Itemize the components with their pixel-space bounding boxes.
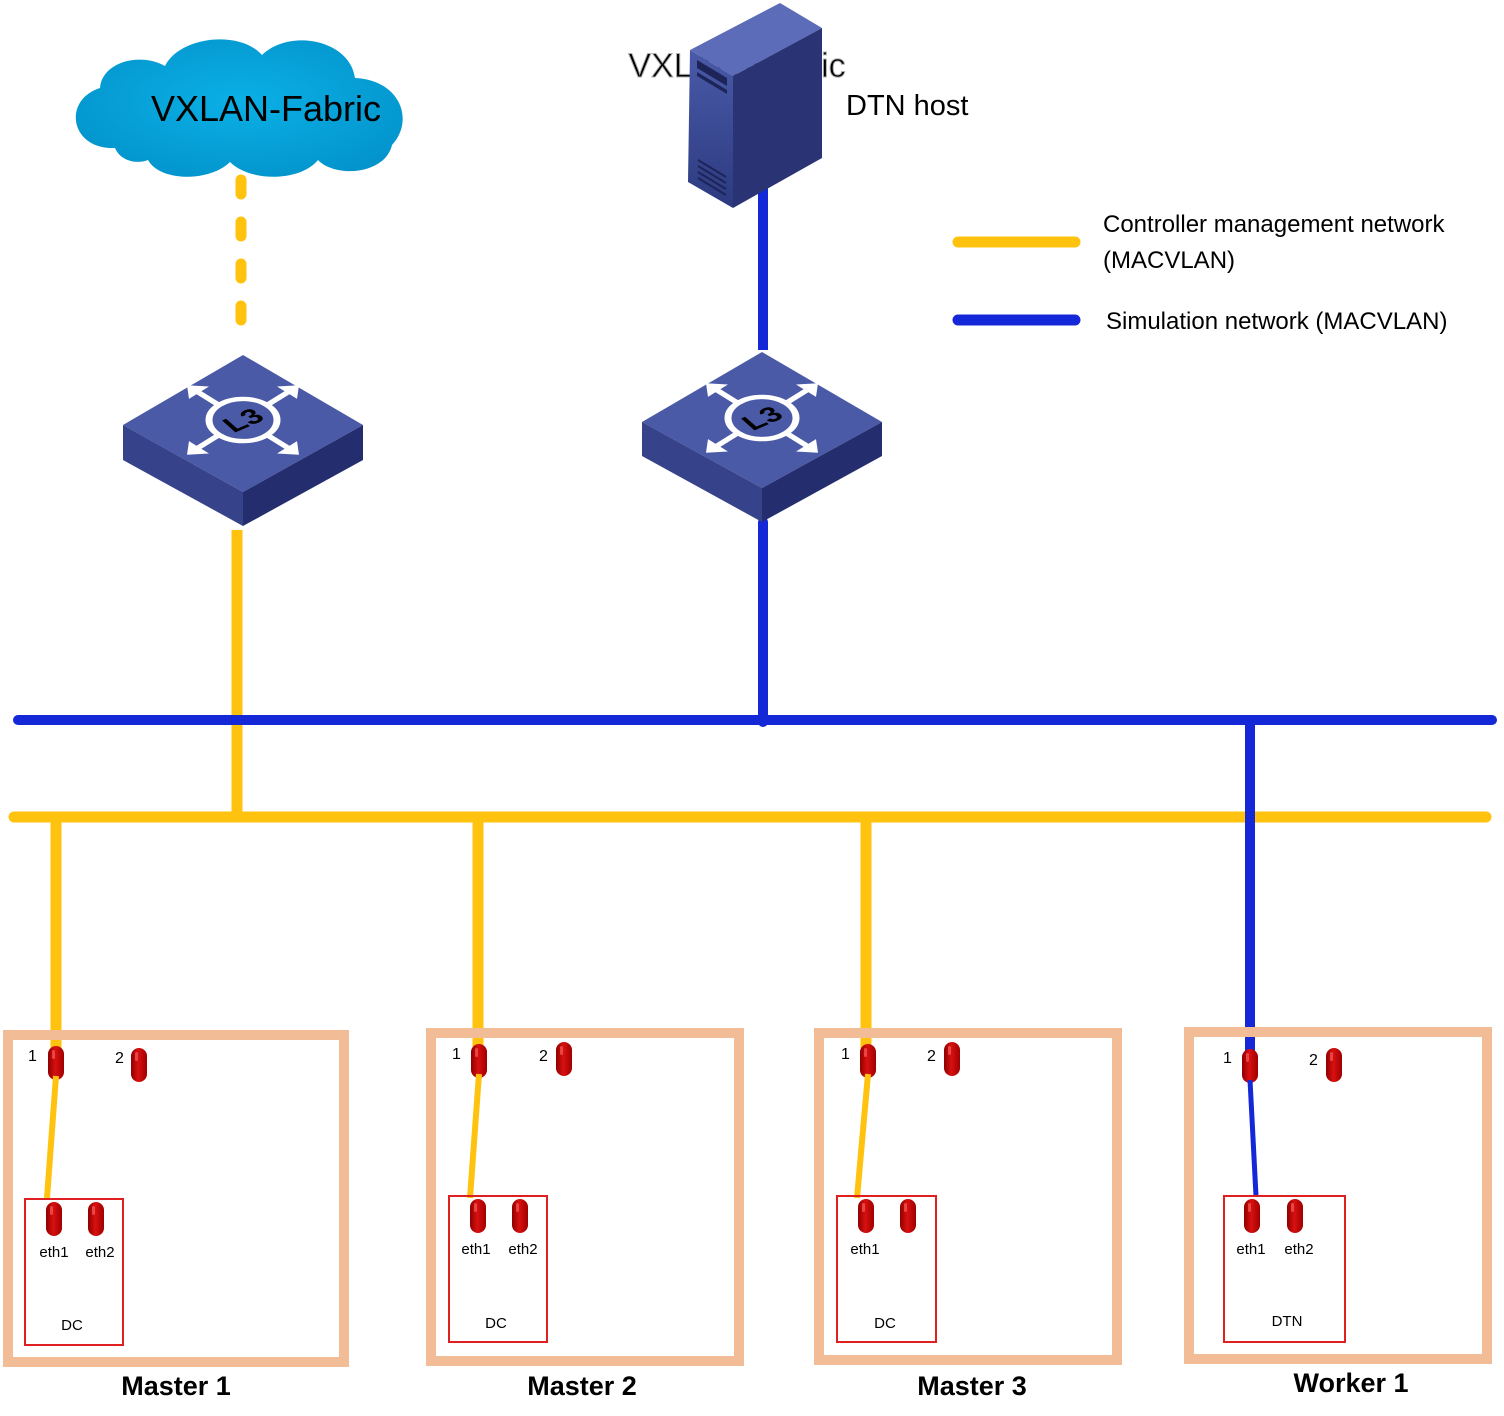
port-1-label: 1 xyxy=(841,1046,850,1063)
eth1-port xyxy=(46,1202,62,1236)
inner-box xyxy=(24,1198,124,1346)
legend-simulation-label: Simulation network (MACVLAN) xyxy=(1106,308,1447,335)
cloud-label: VXLAN-Fabric xyxy=(151,88,381,129)
port-1 xyxy=(1242,1049,1258,1083)
eth2-port xyxy=(900,1199,916,1233)
eth1-port xyxy=(1244,1199,1260,1233)
server-name: Master 3 xyxy=(917,1371,1027,1401)
server-master-1: 1 2 eth1 eth2 DC Master 1 xyxy=(3,1030,349,1401)
server-frame xyxy=(1184,1027,1492,1364)
eth1-port xyxy=(858,1199,874,1233)
port-2-label: 2 xyxy=(115,1050,124,1067)
server-name: Master 2 xyxy=(527,1371,637,1401)
vxlan-fabric-cloud: VXLAN-Fabric xyxy=(75,39,403,177)
server-master-2: 1 2 eth1 eth2 DC Master 2 xyxy=(426,1028,744,1401)
eth2-label: eth2 xyxy=(508,1241,537,1258)
inner-label: DC xyxy=(485,1315,507,1332)
inner-box xyxy=(1223,1195,1346,1343)
eth1-label: eth1 xyxy=(39,1244,68,1261)
inner-label: DC xyxy=(61,1317,83,1334)
eth2-port xyxy=(512,1199,528,1233)
internal-link xyxy=(854,1073,871,1199)
internal-link xyxy=(467,1073,482,1199)
server-name: Master 1 xyxy=(121,1371,231,1401)
port-1 xyxy=(860,1044,876,1078)
dtn-host-server-icon xyxy=(688,3,822,208)
eth1-label: eth1 xyxy=(1236,1241,1265,1258)
port-1-label: 1 xyxy=(1223,1050,1232,1067)
l3-switch-left: L3 xyxy=(123,355,363,526)
legend-management-label: Controller management network xyxy=(1103,211,1445,238)
port-2 xyxy=(1326,1048,1342,1082)
inner-label: DTN xyxy=(1272,1313,1303,1330)
server-worker-1: 1 2 eth1 eth2 DTN Worker 1 xyxy=(1184,1027,1492,1398)
internal-link xyxy=(1247,1079,1259,1197)
server-name: Worker 1 xyxy=(1293,1368,1408,1398)
server-frame xyxy=(814,1028,1122,1365)
eth2-port xyxy=(1287,1199,1303,1233)
port-2 xyxy=(944,1042,960,1076)
dtn-host-label: DTN host xyxy=(846,90,968,122)
port-2-label: 2 xyxy=(927,1048,936,1065)
legend: Controller management network (MACVLAN) … xyxy=(952,211,1447,335)
inner-box xyxy=(836,1195,937,1343)
port-2 xyxy=(131,1048,147,1082)
port-2 xyxy=(556,1042,572,1076)
l3-switch-right: L3 xyxy=(642,352,882,522)
eth1-port xyxy=(470,1199,486,1233)
eth2-port xyxy=(88,1202,104,1236)
inner-label: DC xyxy=(874,1315,896,1332)
port-2-label: 2 xyxy=(539,1048,548,1065)
server-frame xyxy=(3,1030,349,1367)
legend-management-label-2: (MACVLAN) xyxy=(1103,247,1235,274)
internal-link xyxy=(44,1075,59,1199)
server-frame xyxy=(426,1028,744,1366)
server-master-3: 1 2 eth1 DC Master 3 xyxy=(814,1028,1122,1401)
inner-box xyxy=(448,1195,548,1343)
eth2-label: eth2 xyxy=(85,1244,114,1261)
eth2-label: eth2 xyxy=(1284,1241,1313,1258)
port-1 xyxy=(471,1044,487,1078)
eth1-label: eth1 xyxy=(850,1241,879,1258)
port-1-label: 1 xyxy=(28,1048,37,1065)
port-2-label: 2 xyxy=(1309,1052,1318,1069)
eth1-label: eth1 xyxy=(461,1241,490,1258)
port-1 xyxy=(48,1046,64,1080)
port-1-label: 1 xyxy=(452,1046,461,1063)
